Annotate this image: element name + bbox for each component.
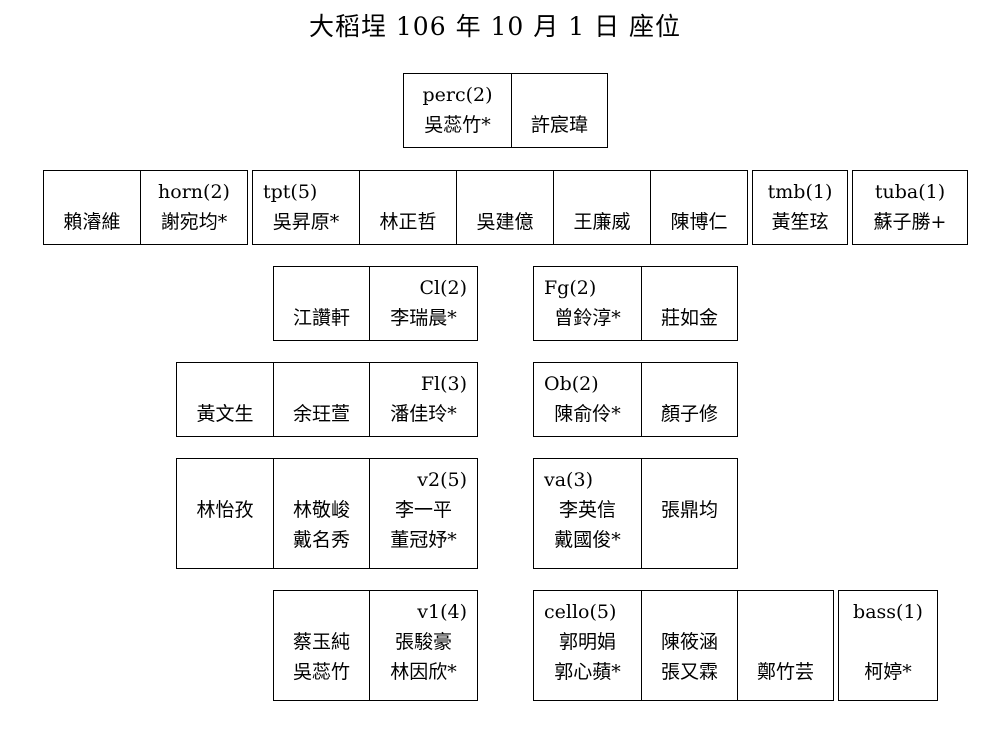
member-name: 陳博仁: [670, 211, 728, 233]
va-cell-2: 張鼎均: [641, 458, 738, 569]
section-label: v1(4): [417, 601, 467, 623]
cl-cell-2: Cl(2) 李瑞晨*: [369, 266, 478, 341]
member-name: 吳蕊竹: [292, 661, 350, 683]
section-label: bass(1): [853, 601, 923, 623]
cello-section: cello(5) 郭明娟 郭心蘋* 陳筱涵 張又霖 鄭竹芸 bass(1) 柯婷…: [533, 590, 938, 701]
tpt-cell-3: 吳建億: [456, 170, 554, 245]
perc-cell-1: perc(2) 吳蕊竹*: [403, 73, 512, 148]
brass-cell: 賴濬維: [43, 170, 141, 245]
member-name: 張又霖: [660, 661, 718, 683]
brass-section: 賴濬維 horn(2) 謝宛均* tpt(5) 吳昇原* 林正哲 吳建億 王廉威…: [43, 170, 968, 245]
v2-section: 林怡孜 林敬峻 戴名秀 v2(5) 李一平 董冠妤*: [176, 458, 478, 569]
section-label: v2(5): [417, 469, 467, 491]
fg-section: Fg(2) 曾鈴淳* 莊如金: [533, 266, 738, 341]
member-name: 林正哲: [379, 211, 437, 233]
member-name: 蔡玉純: [292, 631, 350, 653]
member-name: 江讚軒: [292, 307, 350, 329]
cello-cell-2: 陳筱涵 張又霖: [641, 590, 738, 701]
member-name: 潘佳玲*: [390, 403, 457, 425]
section-label: tpt(5): [263, 181, 318, 203]
member-name: 蘇子勝+: [873, 211, 947, 233]
member-name: 林怡孜: [196, 499, 254, 521]
member-name: 戴國俊*: [554, 529, 621, 551]
tpt-cell-4: 王廉威: [553, 170, 651, 245]
v2-cell-1: 林怡孜: [176, 458, 274, 569]
v1-cell-1: 蔡玉純 吳蕊竹: [273, 590, 370, 701]
member-name: 陳筱涵: [660, 631, 718, 653]
section-label: va(3): [544, 469, 593, 491]
member-name: 林敬峻: [292, 499, 350, 521]
cello-cell-1: cello(5) 郭明娟 郭心蘋*: [533, 590, 642, 701]
page-title: 大稻埕 106 年 10 月 1 日 座位: [308, 12, 682, 41]
tpt-cell-5: 陳博仁: [650, 170, 748, 245]
section-label: cello(5): [544, 601, 617, 623]
member-name: 郭心蘋*: [554, 661, 621, 683]
section-label: Cl(2): [419, 277, 467, 299]
member-name: 吳建億: [476, 211, 534, 233]
member-name: 謝宛均*: [160, 211, 228, 233]
fg-cell-1: Fg(2) 曾鈴淳*: [533, 266, 642, 341]
tuba-cell: tuba(1) 蘇子勝+: [852, 170, 968, 245]
member-name: 李英信: [558, 499, 616, 521]
member-name: 林因欣*: [390, 661, 457, 683]
section-label: perc(2): [422, 84, 493, 106]
perc-cell-2: 許宸瑋: [511, 73, 608, 148]
section-label: Fl(3): [420, 373, 467, 395]
cello-cell-3: 鄭竹芸: [737, 590, 834, 701]
member-name: 余玨萱: [292, 403, 350, 425]
fg-cell-2: 莊如金: [641, 266, 738, 341]
cl-section: 江讚軒 Cl(2) 李瑞晨*: [273, 266, 478, 341]
v1-cell-2: v1(4) 張駿豪 林因欣*: [369, 590, 478, 701]
section-label: Ob(2): [544, 373, 599, 395]
member-name: 郭明娟: [558, 631, 616, 653]
section-label: tuba(1): [874, 181, 946, 203]
section-label: Fg(2): [544, 277, 597, 299]
va-cell-1: va(3) 李英信 戴國俊*: [533, 458, 642, 569]
v2-cell-2: 林敬峻 戴名秀: [273, 458, 370, 569]
member-name: 張駿豪: [394, 631, 452, 653]
tpt-cell-2: 林正哲: [359, 170, 457, 245]
v1-section: 蔡玉純 吳蕊竹 v1(4) 張駿豪 林因欣*: [273, 590, 478, 701]
member-name: 黃文生: [196, 403, 254, 425]
member-name: 賴濬維: [63, 211, 121, 233]
member-name: 陳俞伶*: [554, 403, 621, 425]
member-name: 許宸瑋: [530, 114, 588, 136]
member-name: 董冠妤*: [390, 529, 457, 551]
fl-cell-3: Fl(3) 潘佳玲*: [369, 362, 478, 437]
fl-cell-1: 黃文生: [176, 362, 274, 437]
member-name: 張鼎均: [660, 499, 718, 521]
member-name: 王廉威: [573, 211, 631, 233]
member-name: 莊如金: [660, 307, 718, 329]
ob-section: Ob(2) 陳俞伶* 顏子修: [533, 362, 738, 437]
section-label: horn(2): [158, 181, 230, 203]
v2-cell-3: v2(5) 李一平 董冠妤*: [369, 458, 478, 569]
section-label: tmb(1): [767, 181, 833, 203]
member-name: 顏子修: [660, 403, 718, 425]
tpt-cell-1: tpt(5) 吳昇原*: [252, 170, 360, 245]
perc-section: perc(2) 吳蕊竹* 許宸瑋: [403, 73, 608, 148]
member-name: 鄭竹芸: [756, 661, 814, 683]
member-name: 戴名秀: [292, 529, 350, 551]
horn-cell: horn(2) 謝宛均*: [140, 170, 248, 245]
ob-cell-2: 顏子修: [641, 362, 738, 437]
va-section: va(3) 李英信 戴國俊* 張鼎均: [533, 458, 738, 569]
member-name: 李一平: [394, 499, 452, 521]
member-name: 李瑞晨*: [390, 307, 457, 329]
tmb-cell: tmb(1) 黃笙玹: [752, 170, 848, 245]
member-name: 柯婷*: [864, 661, 912, 683]
ob-cell-1: Ob(2) 陳俞伶*: [533, 362, 642, 437]
member-name: 吳昇原*: [272, 211, 340, 233]
member-name: 吳蕊竹*: [424, 114, 491, 136]
fl-cell-2: 余玨萱: [273, 362, 370, 437]
member-name: 黃笙玹: [771, 211, 829, 233]
cl-cell-1: 江讚軒: [273, 266, 370, 341]
member-name: 曾鈴淳*: [554, 307, 621, 329]
bass-cell: bass(1) 柯婷*: [838, 590, 938, 701]
fl-section: 黃文生 余玨萱 Fl(3) 潘佳玲*: [176, 362, 478, 437]
